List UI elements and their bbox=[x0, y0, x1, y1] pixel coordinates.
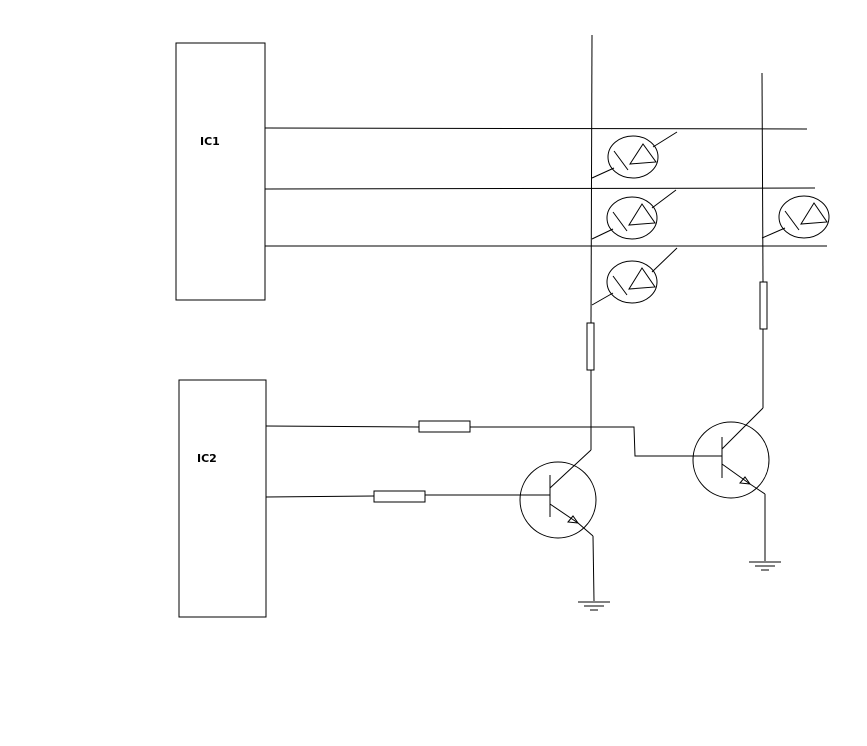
led-lead-left bbox=[591, 167, 615, 179]
led-4 bbox=[761, 195, 830, 239]
led-bar bbox=[613, 150, 629, 171]
transistor-body bbox=[692, 421, 770, 499]
ic2-output-1 bbox=[265, 420, 722, 457]
transistor-emitter bbox=[549, 503, 579, 524]
row-line-2 bbox=[264, 187, 816, 190]
column-resistor-1 bbox=[586, 322, 595, 371]
wire bbox=[470, 426, 722, 457]
led-body bbox=[778, 195, 830, 239]
led-lead-right bbox=[651, 247, 678, 273]
ground-symbol-2 bbox=[749, 561, 781, 571]
base-resistor-1 bbox=[373, 490, 426, 503]
led-3 bbox=[591, 247, 678, 306]
led-lead-right bbox=[651, 189, 677, 209]
transistor-2 bbox=[692, 407, 770, 561]
wire bbox=[265, 425, 420, 428]
column-line-2 bbox=[761, 72, 764, 283]
ic2-output-2 bbox=[265, 490, 550, 503]
led-body bbox=[606, 196, 658, 240]
led-body bbox=[607, 135, 659, 179]
emitter-arrow bbox=[567, 515, 580, 524]
transistor-collector bbox=[721, 407, 764, 450]
transistor-collector bbox=[549, 449, 592, 489]
column-line-1 bbox=[590, 34, 593, 324]
wire bbox=[749, 483, 766, 495]
ic1-chip: IC1 bbox=[175, 42, 266, 301]
led-lead-left bbox=[591, 228, 614, 240]
led-2 bbox=[591, 189, 677, 240]
ic2-chip: IC2 bbox=[178, 379, 267, 618]
ic1-label: IC1 bbox=[200, 135, 220, 148]
led-triangle bbox=[800, 202, 828, 225]
ic2-label: IC2 bbox=[197, 452, 217, 465]
led-bar bbox=[784, 210, 800, 231]
wire bbox=[577, 522, 594, 537]
transistor-1 bbox=[519, 449, 597, 602]
row-line-1 bbox=[264, 127, 808, 130]
led-lead-right bbox=[652, 131, 678, 148]
led-lead-left bbox=[591, 292, 614, 306]
led-bar bbox=[612, 275, 628, 296]
led-body bbox=[606, 260, 658, 304]
transistor-emitter bbox=[721, 463, 751, 485]
transistor-body bbox=[519, 461, 597, 539]
ground-symbol-1 bbox=[578, 601, 610, 611]
led-triangle bbox=[628, 203, 656, 226]
led-triangle bbox=[629, 143, 657, 165]
led-triangle bbox=[628, 267, 656, 290]
wire bbox=[265, 495, 375, 498]
led-bar bbox=[612, 211, 628, 232]
ic2-body bbox=[178, 379, 267, 618]
ic1-body bbox=[175, 42, 266, 301]
led-1 bbox=[591, 131, 678, 179]
ic1-row-lines bbox=[264, 127, 827, 247]
led-lead-left bbox=[761, 227, 786, 239]
ground-wire bbox=[592, 535, 595, 602]
column-resistor-2 bbox=[759, 281, 768, 330]
base-resistor-2 bbox=[418, 420, 471, 433]
emitter-arrow bbox=[739, 476, 752, 485]
